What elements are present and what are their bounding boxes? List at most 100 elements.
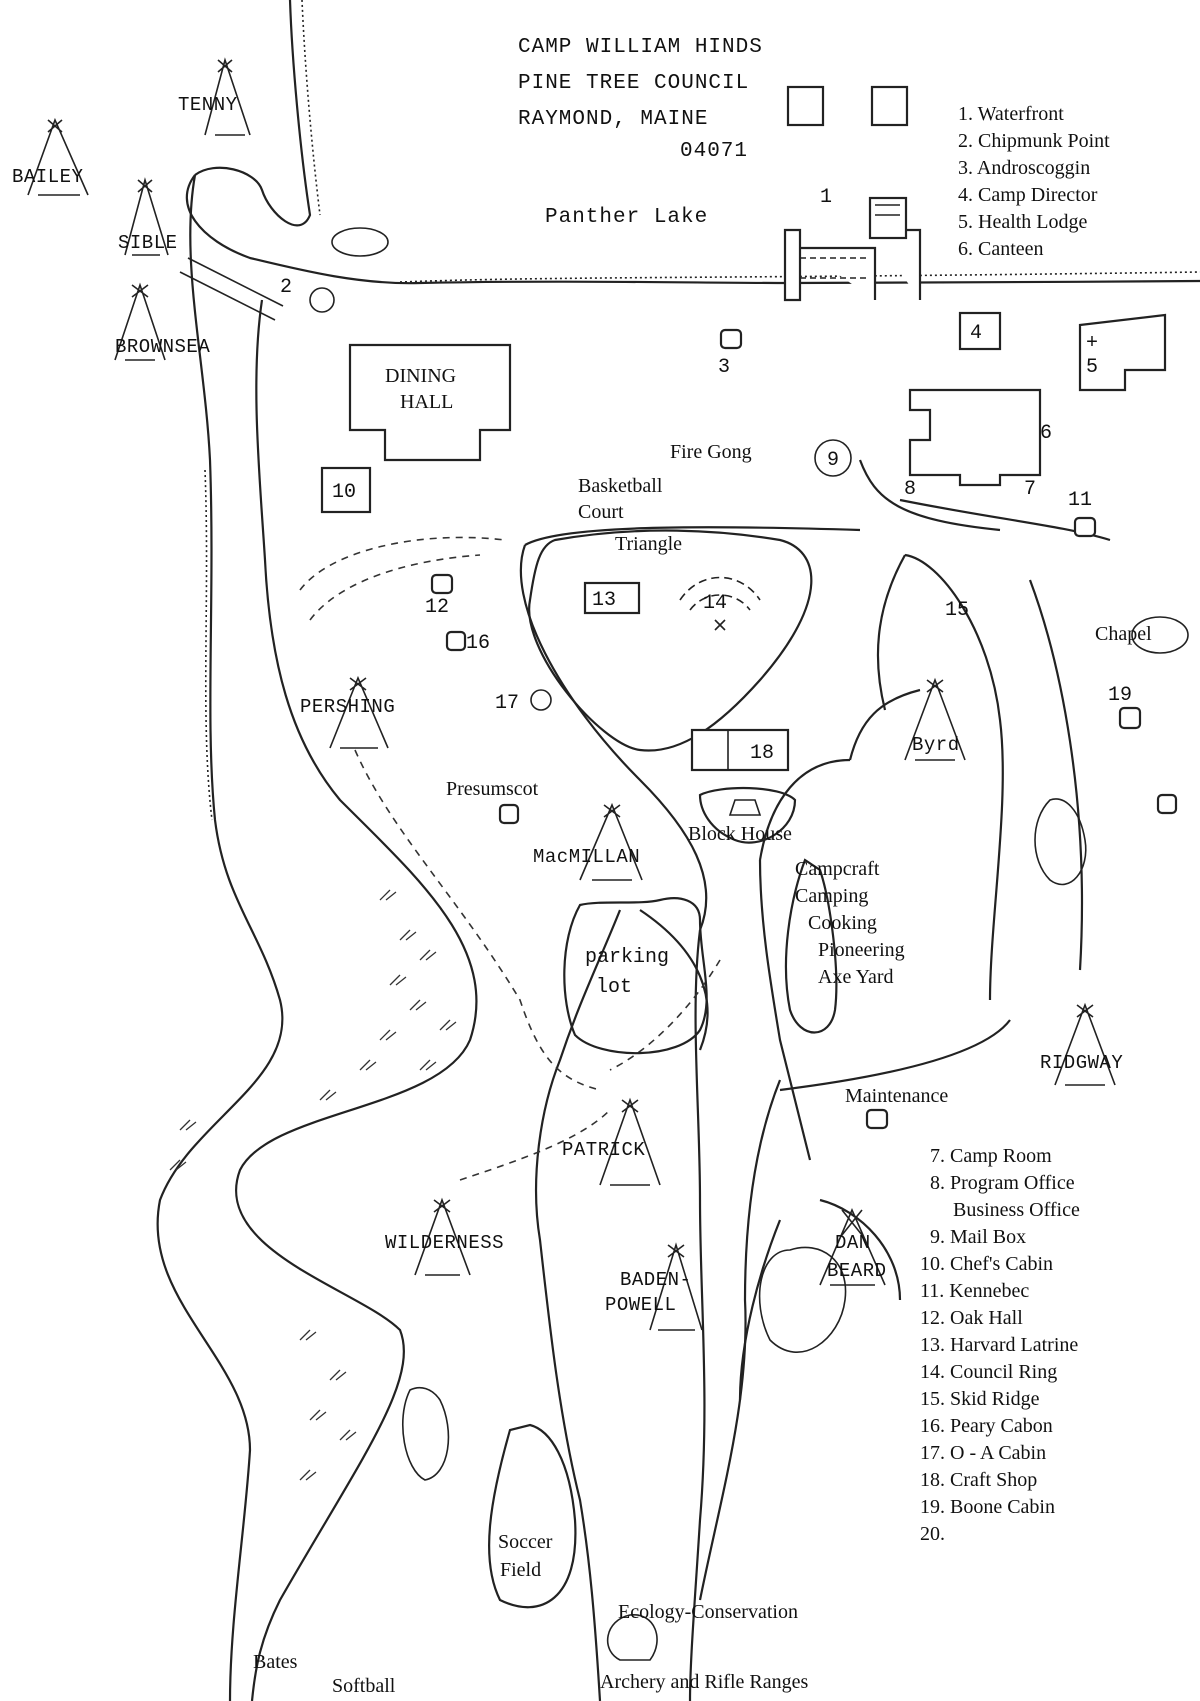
building-11 — [1073, 516, 1097, 538]
teepee-wilderness — [414, 1197, 471, 1276]
legend-item: 1. Waterfront — [958, 103, 1064, 125]
building-square-b — [870, 85, 909, 127]
marker-6: 6 — [1040, 422, 1052, 445]
roads — [299, 459, 1111, 1701]
marker-11: 11 — [1068, 489, 1092, 512]
legend-item: 20. — [920, 1523, 945, 1545]
legend-item: 9. Mail Box — [930, 1226, 1026, 1248]
building-19 — [1118, 706, 1142, 730]
marker-5-plus: + — [1086, 332, 1098, 355]
legend-item: 11. Kennebec — [920, 1280, 1029, 1302]
marker-2: 2 — [280, 276, 292, 299]
building-3 — [719, 328, 743, 350]
bates-label: Bates — [253, 1651, 298, 1673]
legend-top: 1. Waterfront 2. Chipmunk Point 3. Andro… — [958, 103, 1110, 260]
teepee-ridgway — [1054, 1002, 1116, 1086]
waterfront-dock — [783, 228, 922, 302]
title-line2: PINE TREE COUNCIL — [518, 72, 749, 95]
dining-hall-line1: DINING — [385, 365, 456, 387]
building-4 — [958, 311, 1002, 351]
soccer-line1: Soccer — [498, 1531, 553, 1553]
campsite-patrick: PATRICK — [562, 1139, 645, 1161]
teepee-pershing — [329, 675, 389, 749]
campcraft-label: Campcraft — [795, 858, 880, 880]
chapel-ring — [1131, 616, 1189, 654]
legend-bottom: 7. Camp Room 8. Program Office Business … — [920, 1145, 1080, 1545]
parking-lot-outline — [563, 897, 708, 1055]
tree-symbols — [169, 889, 457, 1481]
craft-shop — [690, 728, 790, 772]
building-square-a — [786, 85, 825, 127]
marker-15: 15 — [945, 599, 969, 622]
marker-7: 7 — [1024, 478, 1036, 501]
ecology-label: Ecology-Conservation — [618, 1601, 798, 1623]
pioneering-label: Pioneering — [818, 939, 905, 961]
marker-8: 8 — [904, 478, 916, 501]
marker-10: 10 — [332, 481, 356, 504]
campsite-brownsea: BROWNSEA — [115, 336, 210, 358]
legend-item: 15. Skid Ridge — [920, 1388, 1040, 1410]
marker-12: 12 — [425, 596, 449, 619]
marker-17: 17 — [495, 692, 519, 715]
building-presumscot — [498, 803, 520, 825]
waterfront-tower — [868, 196, 908, 240]
legend-item: 19. Boone Cabin — [920, 1496, 1055, 1518]
buildings — [309, 85, 1189, 1130]
legend-item: 14. Council Ring — [920, 1361, 1057, 1383]
cooking-label: Cooking — [808, 912, 877, 934]
legend-item: 5. Health Lodge — [958, 211, 1088, 233]
axe-yard-label: Axe Yard — [818, 966, 894, 988]
legend-item: 16. Peary Cabon — [920, 1415, 1053, 1437]
dining-hall-line2: HALL — [400, 391, 453, 413]
legend-item: 2. Chipmunk Point — [958, 130, 1110, 152]
triangle-label: Triangle — [615, 533, 682, 555]
campcraft-area — [784, 858, 838, 1034]
teepee-bailey — [27, 117, 89, 196]
legend-item: 7. Camp Room — [930, 1145, 1052, 1167]
marker-5: 5 — [1086, 356, 1098, 379]
dining-hall — [348, 343, 512, 462]
teepee-tenny — [204, 57, 251, 136]
legend-item: 6. Canteen — [958, 238, 1044, 260]
marker-9: 9 — [827, 449, 839, 472]
maintenance-building — [865, 1108, 889, 1130]
building-16 — [445, 630, 467, 652]
campsite-wilderness: WILDERNESS — [385, 1232, 504, 1254]
parking-line2: lot — [596, 976, 632, 999]
marker-14: 14 — [703, 592, 727, 615]
marker-1: 1 — [820, 186, 832, 209]
teepee-sible — [124, 177, 169, 256]
campsite-pershing: PERSHING — [300, 696, 395, 718]
soccer-line2: Field — [500, 1559, 541, 1581]
teepee-brownsea — [114, 282, 166, 361]
council-ring-symbol — [679, 576, 761, 631]
canteen-building — [908, 388, 1042, 487]
block-house — [728, 799, 762, 816]
building-12 — [430, 573, 454, 595]
campsite-baden-line2: POWELL — [605, 1294, 676, 1316]
footbridge — [179, 257, 284, 321]
basketball-line2: Court — [578, 501, 624, 523]
marker-17-circle — [530, 689, 552, 711]
lake-label: Panther Lake — [545, 206, 708, 229]
teepee-byrd — [904, 677, 966, 761]
legend-item: 8. Program Office — [930, 1172, 1075, 1194]
soccer-field — [488, 1423, 577, 1609]
legend-item: Business Office — [953, 1199, 1080, 1221]
legend-item: 18. Craft Shop — [920, 1469, 1037, 1491]
chapel-label: Chapel — [1095, 623, 1152, 645]
marker-13: 13 — [592, 589, 616, 612]
lake-shoreline — [185, 0, 1200, 285]
basketball-line1: Basketball — [578, 475, 663, 497]
building-east — [1156, 793, 1178, 815]
ranges-label: Archery and Rifle Ranges — [600, 1671, 808, 1693]
teepees — [27, 57, 1116, 1331]
legend-item: 13. Harvard Latrine — [920, 1334, 1078, 1356]
building-10 — [320, 466, 372, 514]
campsite-bailey: BAILEY — [12, 166, 84, 188]
block-house-label: Block House — [688, 823, 792, 845]
block-house-mound — [698, 786, 797, 844]
legend-item: 12. Oak Hall — [920, 1307, 1023, 1329]
teepee-baden-powell — [649, 1242, 703, 1331]
